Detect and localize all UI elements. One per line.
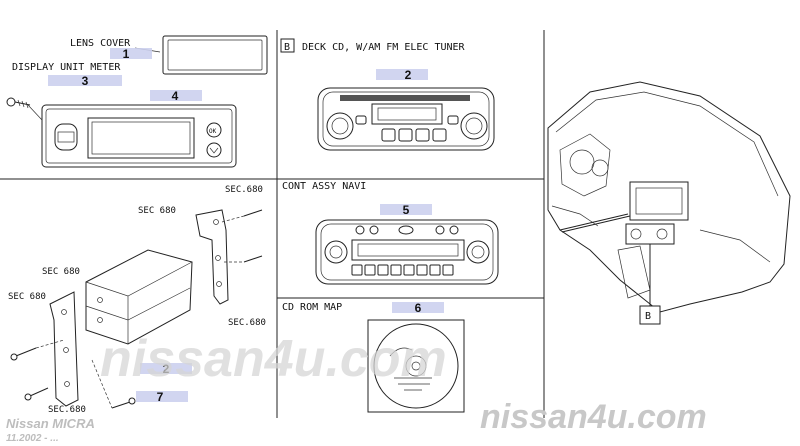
- callout-5: 5: [403, 203, 410, 217]
- callout-2-deck: 2: [405, 68, 412, 82]
- callout-1-highlight: [110, 48, 152, 59]
- callout-1: 1: [123, 47, 130, 61]
- callout-2-box-highlight: [140, 363, 192, 374]
- lens-cover-label: LENS COVER: [70, 38, 131, 49]
- deck-cd-unit: [317, 87, 495, 151]
- locator-badge: B: [645, 311, 651, 322]
- sec680-label-3: SEC 680: [42, 267, 80, 277]
- sec680-label-2: SEC 680: [138, 206, 176, 216]
- svg-text:OK: OK: [209, 128, 217, 135]
- callout-2-box: 2: [163, 362, 170, 376]
- deck-badge: B: [284, 42, 290, 53]
- callout-4-highlight: [150, 90, 202, 101]
- cdrom-section: CD ROM MAP 6: [282, 301, 465, 413]
- display-unit-group: DISPLAY UNIT METER 3 4 OK: [6, 62, 237, 168]
- watermark-corner: nissan4u.com: [480, 398, 707, 436]
- deck-title: DECK CD, W/AM FM ELEC TUNER: [302, 42, 466, 53]
- callout-4: 4: [172, 89, 179, 103]
- sec680-label-4: SEC 680: [8, 292, 46, 302]
- footer-model: Nissan MICRA: [6, 416, 95, 431]
- dashboard-locator: B: [547, 81, 791, 325]
- screw-part: [6, 97, 31, 109]
- callout-6: 6: [415, 301, 422, 315]
- navi-box-assembly: SEC.680 SEC 680 SEC 680 SEC 680 SEC.680 …: [8, 185, 266, 415]
- callout-2-deck-highlight: [376, 69, 428, 80]
- callout-7-highlight: [136, 391, 188, 402]
- section-dividers: [0, 30, 545, 418]
- callout-3: 3: [82, 74, 89, 88]
- cdrom-disc: [367, 319, 465, 413]
- navi-section: CONT ASSY NAVI 5: [282, 181, 499, 285]
- navi-box-part: [85, 249, 193, 345]
- watermark-center: nissan4u.com: [100, 330, 447, 388]
- navi-title: CONT ASSY NAVI: [282, 181, 366, 192]
- callout-3-highlight: [48, 75, 122, 86]
- display-unit-meter-label: DISPLAY UNIT METER: [12, 62, 121, 73]
- right-bracket: [195, 209, 229, 305]
- deck-badge-box: [280, 38, 295, 53]
- locator-badge-box: [639, 305, 661, 325]
- footer-date: 11.2002 - ...: [6, 433, 59, 444]
- callout-7: 7: [157, 390, 164, 404]
- callout-6-highlight: [392, 302, 444, 313]
- sec680-label-6: SEC.680: [48, 405, 86, 415]
- navi-unit: [315, 219, 499, 285]
- deck-section: B DECK CD, W/AM FM ELEC TUNER 2: [280, 38, 495, 151]
- cdrom-title: CD ROM MAP: [282, 302, 342, 313]
- sec680-label-1: SEC.680: [225, 185, 263, 195]
- lens-cover-part: [162, 35, 268, 75]
- lens-cover-group: LENS COVER 1: [70, 35, 268, 75]
- callout-5-highlight: [380, 204, 432, 215]
- sec680-label-5: SEC.680: [228, 318, 266, 328]
